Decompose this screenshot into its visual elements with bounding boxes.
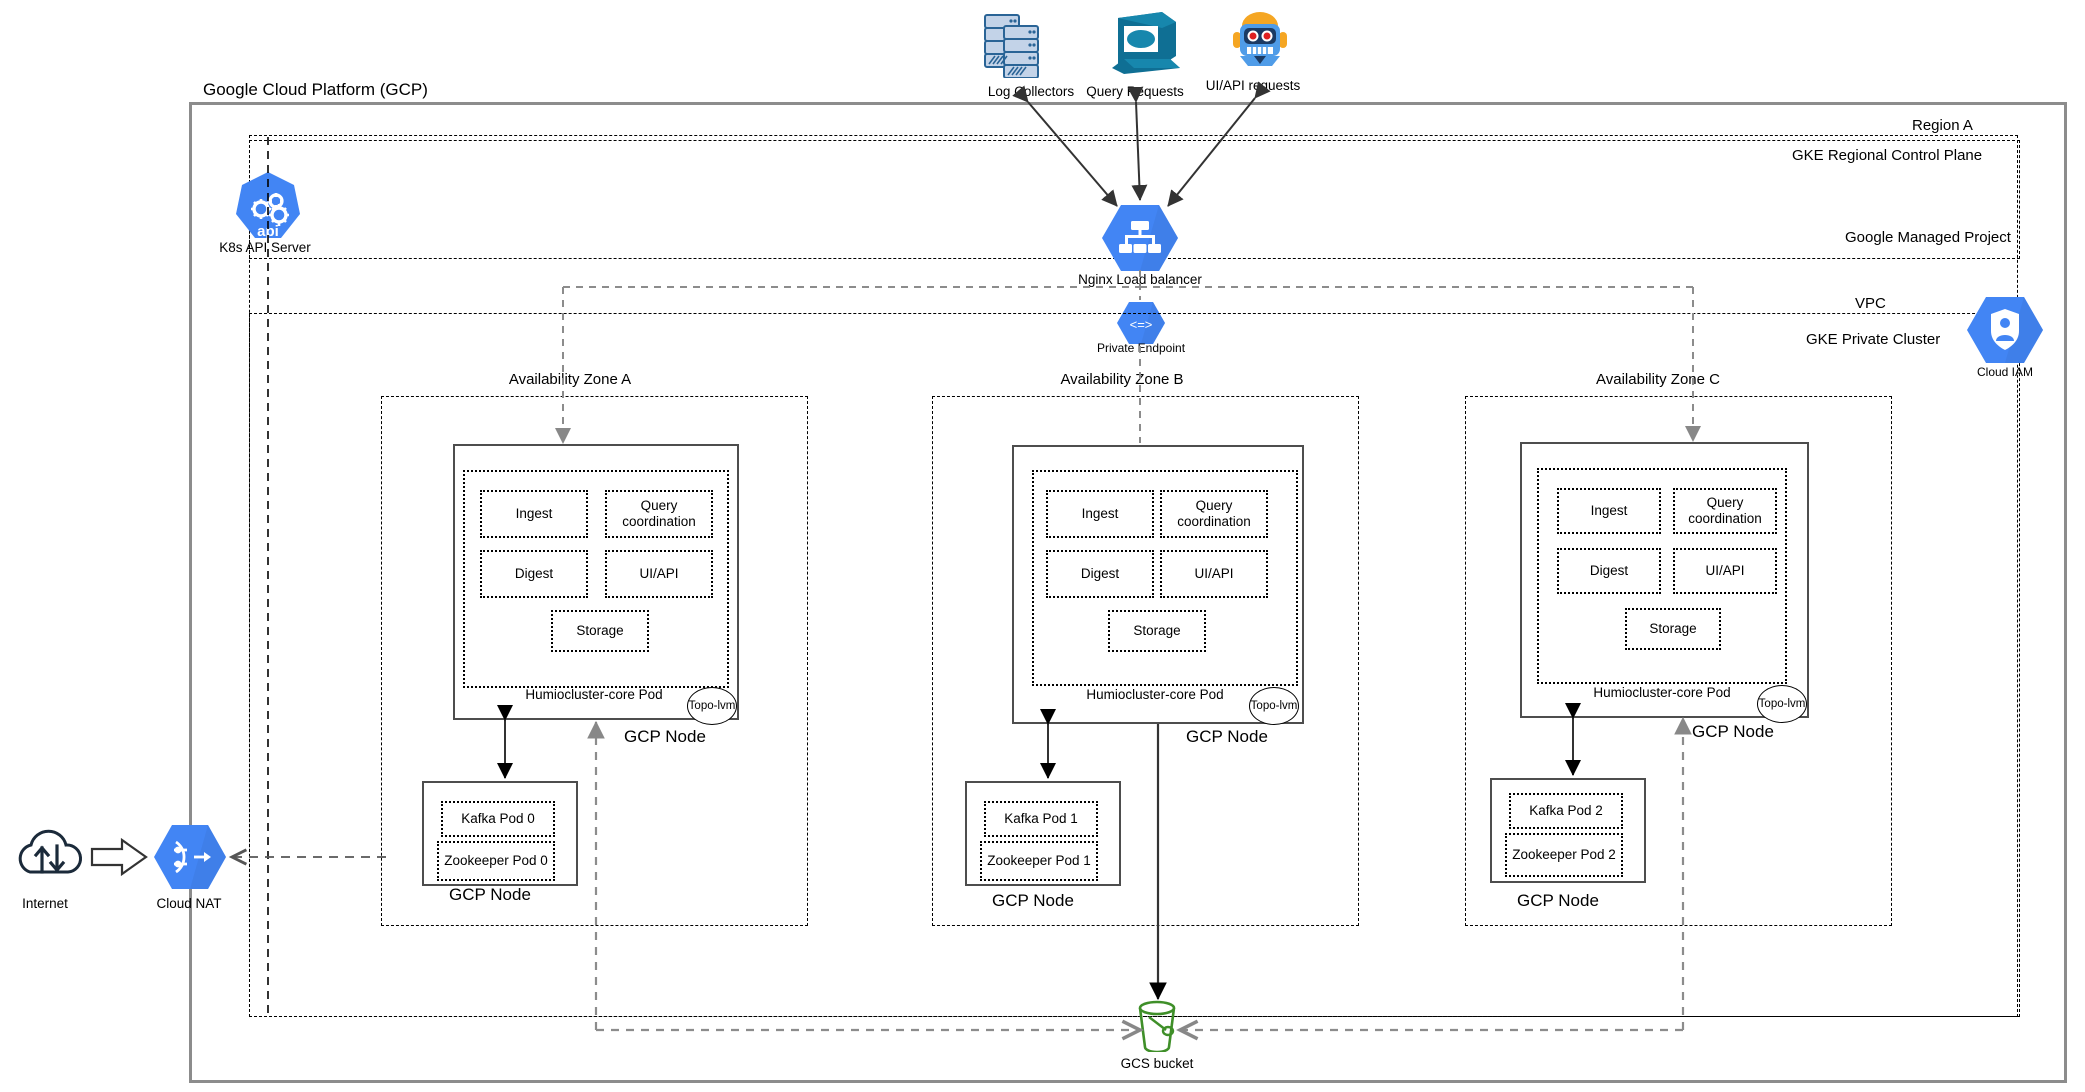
cloud-nat-icon — [154, 825, 226, 889]
zone-a-pod-outer — [463, 470, 729, 688]
google-managed-project-label: Google Managed Project — [1845, 229, 2011, 246]
gke-control-plane-label: GKE Regional Control Plane — [1792, 147, 1983, 164]
cloud-nat-label: Cloud NAT — [156, 896, 222, 911]
region-a-label: Region A — [1912, 117, 1973, 134]
servers-icon — [984, 14, 1039, 78]
gke-private-cluster-label: GKE Private Cluster — [1806, 331, 1941, 348]
zone-c-pod-label: Humiocluster-core Pod — [1593, 685, 1731, 700]
zone-c-topo-lvm: Topo-lvm — [1757, 685, 1807, 723]
vpc-label: VPC — [1855, 295, 1886, 312]
zone-b-box — [932, 396, 1359, 926]
zone-a-pod-label: Humiocluster-core Pod — [525, 687, 663, 702]
zone-c-label: Availability Zone C — [1596, 371, 1720, 388]
zone-b-core-node-label: GCP Node — [1186, 727, 1268, 746]
zone-c-kafka-node-label: GCP Node — [1517, 891, 1599, 910]
zone-c-service-digest: Digest — [1557, 548, 1661, 594]
kubernetes-api-icon: api — [236, 172, 300, 240]
zone-a-service-ingest: Ingest — [480, 490, 588, 538]
private-endpoint-label: Private Endpoint — [1096, 341, 1186, 355]
zone-c-zookeeper-pod: Zookeeper Pod 2 — [1505, 833, 1623, 877]
zone-a-label: Availability Zone A — [508, 371, 632, 388]
zone-a-kafka-node-label: GCP Node — [449, 885, 531, 904]
zone-a-core-node-label: GCP Node — [624, 727, 706, 746]
zone-c-kafka-pod: Kafka Pod 2 — [1509, 793, 1623, 829]
zone-a-service-digest: Digest — [480, 550, 588, 598]
zone-b-service-uiapi: UI/API — [1160, 550, 1268, 598]
load-balancer-label: Nginx Load balancer — [1078, 272, 1202, 287]
zone-a-kafka-pod: Kafka Pod 0 — [441, 801, 555, 837]
zone-b-service-storage: Storage — [1108, 610, 1206, 652]
zone-c-service-uiapi: UI/API — [1673, 548, 1777, 594]
zone-b-pod-outer — [1032, 470, 1298, 686]
zone-c-box — [1465, 396, 1892, 926]
zone-c-service-storage: Storage — [1625, 608, 1721, 650]
zone-b-service-ingest: Ingest — [1046, 490, 1154, 538]
zone-a-topo-lvm: Topo-lvm — [687, 687, 737, 725]
vpc-box — [249, 313, 2020, 1017]
uiapi-requests-label: UI/API requests — [1205, 78, 1301, 93]
svg-text:<=>: <=> — [1130, 317, 1153, 332]
robot-icon — [1233, 12, 1287, 66]
internet-label: Internet — [22, 896, 68, 911]
monitor-icon — [1112, 12, 1180, 74]
zone-c-service-query-coordination: Query coordination — [1673, 488, 1777, 534]
zone-a-service-uiapi: UI/API — [605, 550, 713, 598]
cloud-iam-icon — [1967, 297, 2043, 363]
gcs-bucket-label: GCS bucket — [1120, 1056, 1194, 1071]
zone-c-service-ingest: Ingest — [1557, 488, 1661, 534]
internet-cloud-icon — [18, 829, 82, 874]
k8s-api-server-label: K8s API Server — [219, 240, 311, 255]
zone-b-kafka-node-label: GCP Node — [992, 891, 1074, 910]
zone-a-service-query-coordination: Query coordination — [605, 490, 713, 538]
zone-a-service-storage: Storage — [551, 610, 649, 652]
gcp-title: Google Cloud Platform (GCP) — [203, 80, 428, 99]
zone-b-label: Availability Zone B — [1060, 371, 1184, 388]
zone-b-service-digest: Digest — [1046, 550, 1154, 598]
zone-b-service-query-coordination: Query coordination — [1160, 490, 1268, 538]
zone-a-box — [381, 396, 808, 926]
query-requests-label: Query Requests — [1086, 84, 1184, 99]
cloud-iam-label: Cloud IAM — [1976, 365, 2034, 379]
zone-b-kafka-pod: Kafka Pod 1 — [984, 801, 1098, 837]
load-balancer-icon — [1102, 205, 1178, 271]
zone-a-zookeeper-pod: Zookeeper Pod 0 — [437, 841, 555, 881]
zone-c-core-node-label: GCP Node — [1692, 722, 1774, 741]
private-endpoint-icon: <=> — [1117, 302, 1165, 344]
zone-b-topo-lvm: Topo-lvm — [1249, 687, 1299, 725]
svg-text:api: api — [257, 223, 279, 240]
zone-b-zookeeper-pod: Zookeeper Pod 1 — [980, 841, 1098, 881]
bucket-icon — [1138, 1000, 1176, 1052]
zone-c-pod-outer — [1537, 468, 1787, 684]
log-collectors-label: Log Collectors — [987, 84, 1075, 99]
zone-b-pod-label: Humiocluster-core Pod — [1086, 687, 1224, 702]
